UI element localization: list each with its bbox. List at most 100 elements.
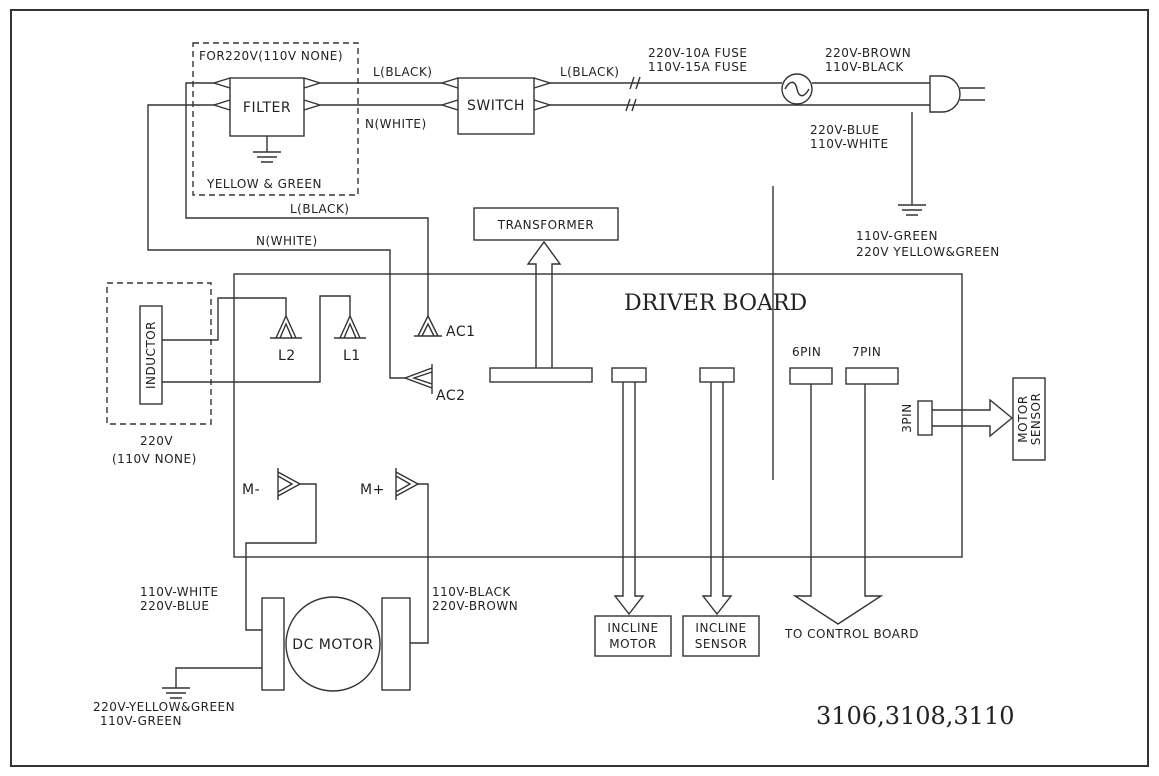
switch-label: SWITCH: [467, 98, 525, 114]
dc-motor: DC MOTOR: [261, 596, 411, 692]
filter-section: FOR220V(110V NONE) FILTER YELLOW & GREEN: [192, 42, 359, 196]
incline-sensor-arrow: [701, 382, 733, 616]
label-n-white-wire: N(WHITE): [256, 234, 318, 248]
filter-connector-left: [211, 77, 231, 111]
inductor-note-220: 220V: [140, 434, 173, 448]
fuse-110-label: 110V-15A FUSE: [648, 60, 747, 74]
blue-label: 220V-BLUE: [810, 123, 880, 137]
pin6-label: 6PIN: [792, 345, 821, 359]
incline-sensor-line2: SENSOR: [695, 637, 748, 651]
label-l-black-switch: L(BLACK): [560, 65, 620, 79]
inductor-label: INDUCTOR: [144, 321, 158, 389]
ac2-connector: [402, 364, 433, 394]
incline-motor-line2: MOTOR: [609, 637, 656, 651]
pin7-connector: [845, 367, 899, 385]
motor-sensor: MOTOR SENSOR: [1012, 377, 1046, 461]
motor-sensor-box: [1012, 377, 1046, 461]
m-minus-label: M-: [242, 482, 260, 498]
power-plug-icon: [898, 75, 985, 216]
inductor-dashed-enclosure: [106, 282, 212, 425]
filter-note: FOR220V(110V NONE): [199, 49, 343, 63]
wire-inductor-l1: [162, 295, 351, 383]
motor-ground-label1: 220V-YELLOW&GREEN: [93, 700, 235, 714]
motor-right-label2: 220V-BROWN: [432, 599, 518, 613]
motor-sensor-arrow: [932, 398, 1014, 438]
transformer-connector: [489, 367, 593, 383]
motor-sensor-line1: MOTOR: [1016, 395, 1030, 442]
wire-m-plus: [410, 483, 429, 644]
incline-motor-connector: [611, 367, 647, 383]
dc-motor-body: [285, 596, 381, 692]
switch-component: SWITCH: [439, 77, 553, 135]
filter-label: FILTER: [243, 100, 291, 116]
m-plus-label: M+: [360, 482, 385, 498]
driver-board-title: DRIVER BOARD: [624, 291, 807, 316]
ground-110-label: 110V-GREEN: [856, 229, 938, 243]
outer-frame: [10, 9, 1149, 767]
motor-ground-icon: [162, 667, 262, 699]
brown-label: 220V-BROWN: [825, 46, 911, 60]
m-minus-connector: [277, 468, 302, 500]
inductor-box: [139, 305, 163, 405]
pin3-connector: [917, 400, 933, 436]
inductor-section: INDUCTOR: [106, 282, 351, 425]
switch-box: [457, 77, 535, 135]
wire-n-white-to-ac2: [147, 104, 405, 379]
motor-left-label1: 110V-WHITE: [140, 585, 219, 599]
dc-motor-right-cap: [381, 597, 411, 691]
motor-sensor-line2: SENSOR: [1029, 393, 1043, 446]
ac1-connector: [414, 314, 442, 337]
model-numbers: 3106,3108,3110: [816, 702, 1015, 730]
inductor-note-110: (110V NONE): [112, 452, 197, 466]
filter-ground-label: YELLOW & GREEN: [206, 177, 322, 191]
l2-label: L2: [278, 348, 296, 364]
control-board-arrow: [792, 384, 884, 625]
filter-dashed-enclosure: [192, 42, 359, 196]
switch-connector-left: [439, 77, 459, 111]
dc-motor-label: DC MOTOR: [292, 637, 373, 653]
pin3-label: 3PIN: [900, 403, 914, 432]
dc-motor-left-cap: [261, 597, 285, 691]
driver-board-frame: [233, 273, 963, 558]
wire-m-minus: [245, 483, 317, 631]
filter-ground-icon: [253, 136, 281, 163]
motor-right-label1: 110V-BLACK: [432, 585, 511, 599]
incline-motor-line1: INCLINE: [607, 621, 658, 635]
wire-l-black-to-ac1: [185, 82, 429, 316]
label-l-black-wire: L(BLACK): [290, 202, 350, 216]
pin7-label: 7PIN: [852, 345, 881, 359]
l2-connector: [270, 314, 302, 339]
motor-ground-label2: 110V-GREEN: [100, 714, 182, 728]
motor-left-label2: 220V-BLUE: [140, 599, 210, 613]
transformer-arrow: [526, 240, 562, 368]
l1-connector: [334, 314, 366, 339]
incline-sensor-connector: [699, 367, 735, 383]
incline-sensor-box: [682, 615, 760, 657]
switch-connector-right: [533, 77, 553, 111]
label-l-black-top: L(BLACK): [373, 65, 433, 79]
l1-label: L1: [343, 348, 361, 364]
ac2-label: AC2: [436, 388, 466, 404]
black-label: 110V-BLACK: [825, 60, 904, 74]
fuse-symbol-icon: [781, 73, 813, 105]
incline-sensor: INCLINE SENSOR: [682, 615, 760, 657]
filter-connector-right: [303, 77, 323, 111]
incline-sensor-line1: INCLINE: [695, 621, 746, 635]
incline-motor-arrow: [613, 382, 645, 616]
transformer: TRANSFORMER: [473, 207, 619, 383]
incline-motor-box: [594, 615, 672, 657]
fuse-break-marks: [625, 76, 641, 112]
pin6-connector: [789, 367, 833, 385]
white-label: 110V-WHITE: [810, 137, 889, 151]
control-board-label: TO CONTROL BOARD: [784, 627, 919, 641]
label-n-white-top: N(WHITE): [365, 117, 427, 131]
filter-box: [229, 77, 305, 137]
ac1-label: AC1: [446, 324, 476, 340]
incline-motor: INCLINE MOTOR: [594, 615, 672, 657]
m-plus-connector: [395, 468, 420, 500]
fuse-220-label: 220V-10A FUSE: [648, 46, 747, 60]
wire-inductor-l2: [162, 297, 287, 341]
transformer-box: [473, 207, 619, 241]
transformer-label: TRANSFORMER: [497, 218, 594, 232]
